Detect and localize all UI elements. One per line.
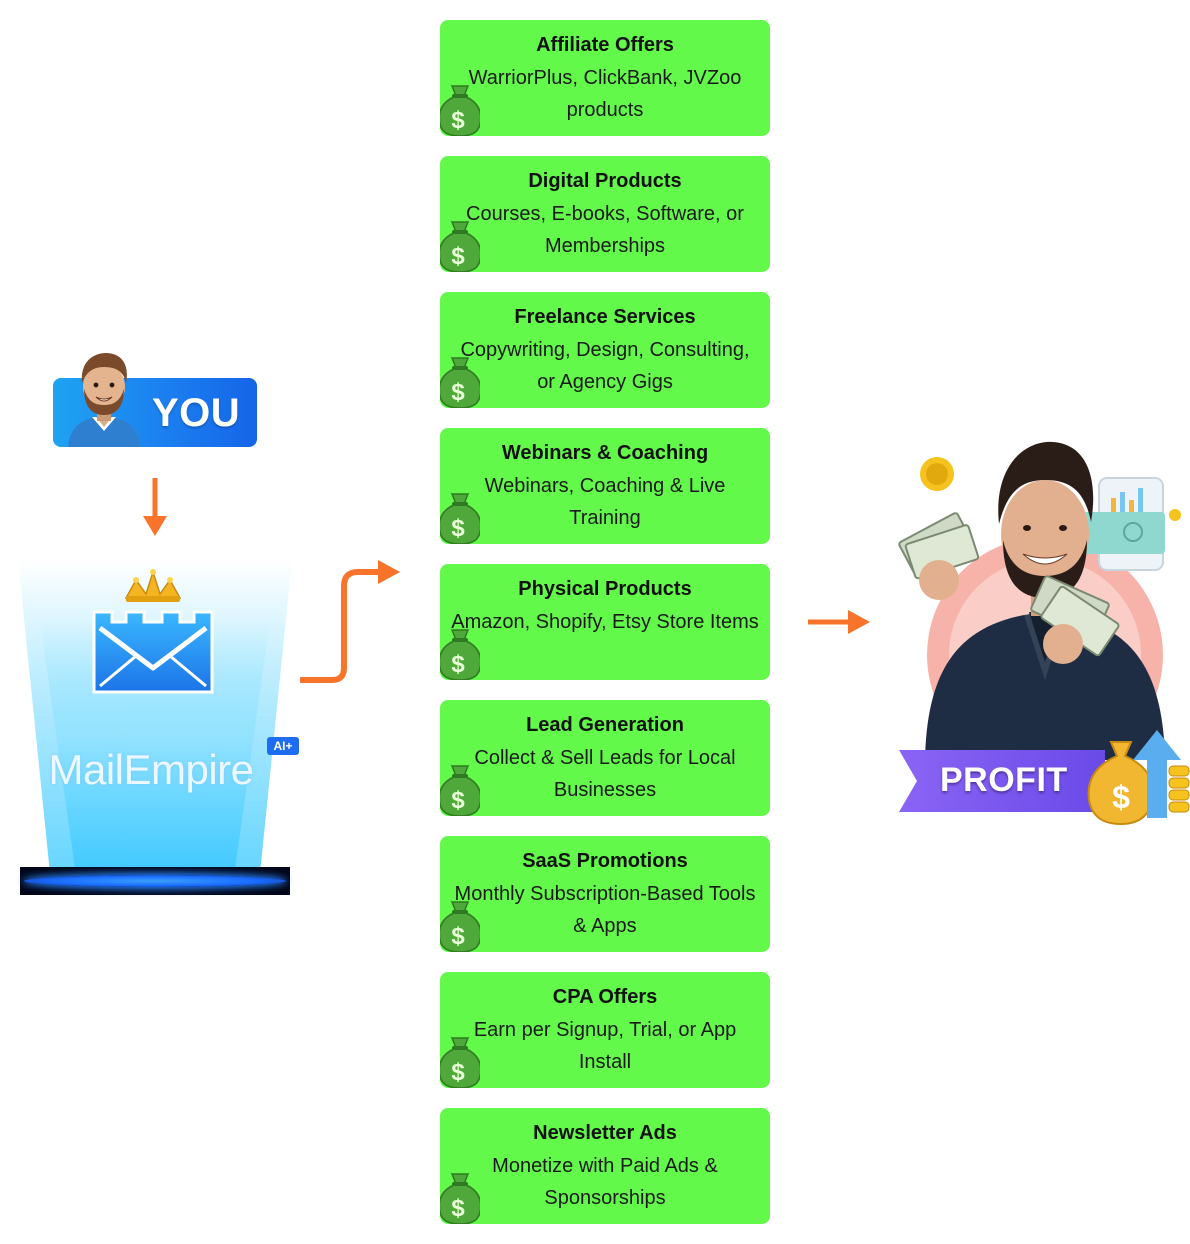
svg-text:$: $ bbox=[451, 1195, 465, 1222]
option-title: Digital Products bbox=[528, 170, 682, 192]
brand-name: MailEmpire bbox=[48, 746, 254, 793]
svg-text:$: $ bbox=[451, 923, 465, 950]
option-title: Physical Products bbox=[518, 578, 692, 600]
option-description: Webinars, Coaching & Live Training bbox=[484, 475, 726, 529]
option-title: Lead Generation bbox=[526, 714, 684, 736]
svg-text:$: $ bbox=[1112, 779, 1130, 815]
option-description: Collect & Sell Leads for Local Businesse… bbox=[474, 747, 736, 801]
arrow-down-icon bbox=[143, 478, 167, 536]
profit-label: PROFIT bbox=[940, 761, 1068, 799]
svg-text:$: $ bbox=[451, 107, 465, 134]
option-description: Courses, E-books, Software, or Membershi… bbox=[466, 203, 744, 257]
coin-icon bbox=[920, 457, 1181, 521]
step-arrow-icon bbox=[300, 560, 400, 683]
option-title: SaaS Promotions bbox=[522, 850, 688, 872]
svg-text:$: $ bbox=[451, 1059, 465, 1086]
money-bag-icon: $ bbox=[440, 626, 482, 680]
option-title: Affiliate Offers bbox=[536, 34, 674, 56]
crowned-envelope-icon bbox=[92, 569, 214, 694]
platform-ring bbox=[24, 875, 286, 887]
arrow-right-icon bbox=[808, 610, 870, 634]
svg-text:$: $ bbox=[451, 651, 465, 678]
option-description: Earn per Signup, Trial, or App Install bbox=[473, 1019, 737, 1073]
svg-text:$: $ bbox=[451, 243, 465, 270]
option-description: Amazon, Shopify, Etsy Store Items bbox=[451, 611, 759, 633]
option-description: Monetize with Paid Ads & Sponsorships bbox=[492, 1155, 718, 1209]
svg-text:$: $ bbox=[451, 515, 465, 542]
crown-icon bbox=[124, 569, 182, 602]
svg-text:$: $ bbox=[451, 379, 465, 406]
option-description: Copywriting, Design, Consulting, or Agen… bbox=[460, 339, 750, 393]
money-bag-icon: $ bbox=[440, 82, 482, 136]
person-avatar-icon bbox=[68, 353, 140, 447]
chart-card-icon bbox=[1083, 477, 1165, 571]
option-title: Webinars & Coaching bbox=[501, 442, 709, 464]
option-title: Newsletter Ads bbox=[533, 1122, 677, 1144]
option-title: CPA Offers bbox=[552, 986, 658, 1008]
money-bag-icon: $ bbox=[440, 490, 482, 544]
you-label: YOU bbox=[152, 391, 241, 435]
cash-icon bbox=[1030, 575, 1120, 664]
money-bag-icon: $ bbox=[1087, 730, 1190, 826]
money-bag-icon: $ bbox=[440, 218, 482, 272]
option-description: Monthly Subscription-Based Tools & Apps bbox=[454, 883, 756, 937]
option-description: WarriorPlus, ClickBank, JVZoo products bbox=[468, 67, 742, 121]
ai-badge: AI+ bbox=[267, 737, 299, 755]
svg-text:$: $ bbox=[451, 787, 465, 814]
profit-illustration: $ bbox=[898, 441, 1190, 826]
cash-icon bbox=[898, 512, 980, 600]
option-title: Freelance Services bbox=[514, 306, 696, 328]
